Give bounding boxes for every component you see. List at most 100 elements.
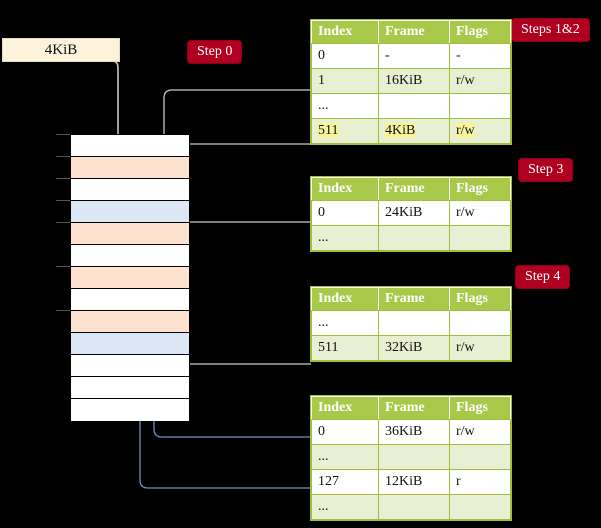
cell-value: 16KiB xyxy=(385,73,423,88)
cell-value: r/w xyxy=(456,424,475,439)
table-cell: r/w xyxy=(449,419,511,445)
memory-frame-row xyxy=(71,157,189,179)
table-cell xyxy=(449,494,511,520)
cell-value: 0 xyxy=(318,48,325,63)
table-cell: 32KiB xyxy=(378,335,450,361)
table-row: ... xyxy=(311,444,511,470)
table-cell: 0 xyxy=(311,43,379,69)
memory-frame-row xyxy=(71,267,189,289)
table-cell: r xyxy=(449,469,511,495)
column-header-index: Index xyxy=(311,287,379,311)
step-badge-label: Step 4 xyxy=(525,269,561,284)
cell-value: 4KiB xyxy=(385,123,416,138)
column-header-frame: Frame xyxy=(378,396,450,420)
table-cell xyxy=(378,494,450,520)
table-row: 1 16KiB r/w xyxy=(311,68,511,94)
table-cell: 0 xyxy=(311,200,379,226)
table-row: 511 32KiB r/w xyxy=(311,335,511,361)
table-cell: r/w xyxy=(449,200,511,226)
memory-frame-row xyxy=(71,399,189,421)
column-header-index: Index xyxy=(311,20,379,44)
table-cell: 24KiB xyxy=(378,200,450,226)
cell-value: 1 xyxy=(318,73,325,88)
step-badge-step0: Step 0 xyxy=(188,41,242,63)
cell-value: ... xyxy=(318,98,329,113)
column-header-frame: Frame xyxy=(378,20,450,44)
table-cell: - xyxy=(449,43,511,69)
table-cell: ... xyxy=(311,444,379,470)
table-cell xyxy=(449,444,511,470)
table-cell xyxy=(378,93,450,119)
cell-value: 511 xyxy=(318,123,339,138)
table-row: ... xyxy=(311,225,511,251)
column-header-flags: Flags xyxy=(449,287,511,311)
memory-row-tick xyxy=(56,266,70,267)
column-header-frame: Frame xyxy=(378,177,450,201)
table-cell xyxy=(449,93,511,119)
source-size-label: 4KiB xyxy=(44,42,78,58)
table-cell: 36KiB xyxy=(378,419,450,445)
memory-frame-row xyxy=(71,245,189,267)
table-cell: 127 xyxy=(311,469,379,495)
memory-frame-row xyxy=(71,333,189,355)
table-cell: 511 xyxy=(311,335,379,361)
cell-value: 24KiB xyxy=(385,205,423,220)
column-header-index: Index xyxy=(311,396,379,420)
cell-value: r/w xyxy=(456,123,475,138)
table-cell: r/w xyxy=(449,118,511,144)
table-cell: ... xyxy=(311,494,379,520)
column-header-flags: Flags xyxy=(449,20,511,44)
table-cell: ... xyxy=(311,225,379,251)
cell-value: 511 xyxy=(318,340,339,355)
table-cell: 4KiB xyxy=(378,118,450,144)
table-cell: r/w xyxy=(449,68,511,94)
column-header-frame: Frame xyxy=(378,287,450,311)
step-badge-step3: Step 3 xyxy=(519,159,573,181)
table-cell: 1 xyxy=(311,68,379,94)
memory-frame-row xyxy=(71,223,189,245)
cell-value: 0 xyxy=(318,424,325,439)
memory-frame-row xyxy=(71,179,189,201)
memory-frame-row xyxy=(71,201,189,223)
cell-value: 127 xyxy=(318,474,339,489)
cell-value: ... xyxy=(318,449,329,464)
cell-value: r xyxy=(456,474,461,489)
column-header-flags: Flags xyxy=(449,177,511,201)
step-badge-label: Step 0 xyxy=(197,44,233,59)
step-badge-steps12: Steps 1&2 xyxy=(512,19,589,41)
table-cell xyxy=(449,225,511,251)
cell-value: ... xyxy=(318,230,329,245)
table-cell: 0 xyxy=(311,419,379,445)
table-row: ... xyxy=(311,93,511,119)
table-row: 0 24KiB r/w xyxy=(311,200,511,226)
table-row: ... xyxy=(311,494,511,520)
cell-value: ... xyxy=(318,499,329,514)
table-cell: r/w xyxy=(449,335,511,361)
source-size-box: 4KiB xyxy=(2,38,120,62)
table-cell: - xyxy=(378,43,450,69)
cell-value: r/w xyxy=(456,340,475,355)
table-cell: 16KiB xyxy=(378,68,450,94)
step-badge-label: Step 3 xyxy=(528,162,564,177)
step-badge-label: Steps 1&2 xyxy=(521,22,580,37)
column-header-index: Index xyxy=(311,177,379,201)
cell-value: ... xyxy=(318,315,329,330)
memory-frame-row xyxy=(71,135,189,157)
memory-row-tick xyxy=(56,156,70,157)
table-cell xyxy=(449,310,511,336)
cell-value: - xyxy=(385,48,390,63)
memory-row-tick xyxy=(56,134,70,135)
cell-value: - xyxy=(456,48,461,63)
table-cell xyxy=(378,225,450,251)
table-row: 0 - - xyxy=(311,43,511,69)
table-row: 511 4KiB r/w xyxy=(311,118,511,144)
memory-frame-row xyxy=(71,355,189,377)
